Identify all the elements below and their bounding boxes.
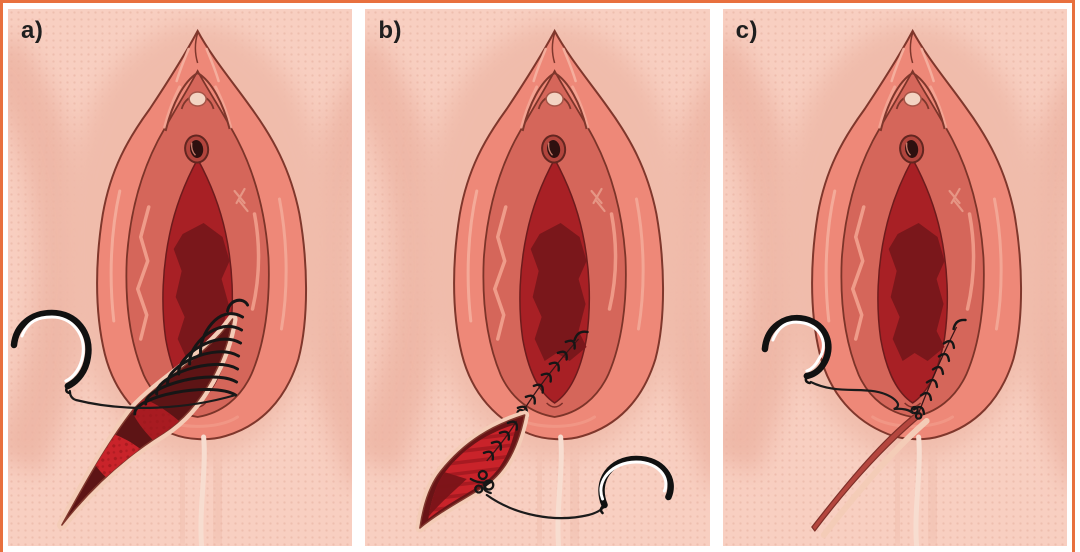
- panel-c: c): [722, 9, 1067, 546]
- surgical-needle-icon: [761, 315, 832, 385]
- panel-a: a): [8, 9, 353, 546]
- vulva-illustration: [8, 23, 352, 546]
- illustration-c: [723, 9, 1067, 546]
- suture-thread-loops: [133, 298, 250, 416]
- perineal-wound-open: [415, 410, 530, 533]
- panel-label-b: b): [378, 17, 402, 44]
- surgical-needle-icon: [598, 455, 675, 515]
- panel-b: b): [365, 9, 710, 546]
- closed-incision-line: [810, 410, 930, 538]
- subcuticular-suture-line: [910, 318, 967, 420]
- surgical-needle-icon: [10, 309, 92, 395]
- wound-suture-stitches: [469, 417, 522, 495]
- panel-label-a: a): [21, 17, 44, 44]
- vulva-illustration: [723, 23, 1067, 546]
- suture-thread: [68, 389, 237, 409]
- illustration-a: [8, 9, 352, 546]
- suture-thread: [809, 380, 914, 415]
- panel-label-c: c): [735, 17, 758, 44]
- illustration-b: [365, 9, 709, 546]
